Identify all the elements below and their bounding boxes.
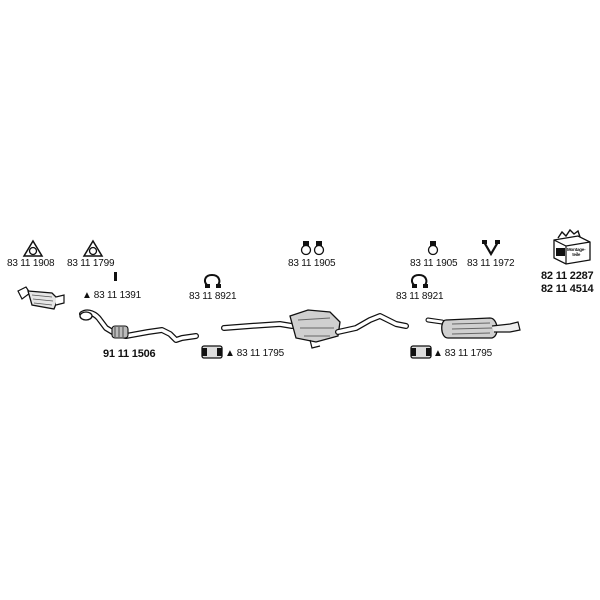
part-number-sleeve-2: ▲83 11 1795 (433, 348, 492, 360)
kit-box-text-1: Montage- (567, 247, 586, 252)
triangle-icon: ▲ (225, 348, 235, 359)
sleeve-2-label: 83 11 1795 (444, 348, 493, 359)
sleeve-icon (410, 345, 432, 359)
part-number-clamp-1: 83 11 8921 (189, 291, 237, 302)
part-number-sleeve-1: ▲83 11 1795 (225, 348, 284, 360)
hanger-pair-icon (300, 241, 325, 256)
front-pipe-icon (79, 309, 199, 343)
sleeve-icon (201, 345, 223, 359)
part-number-hanger-single: 83 11 1905 (410, 258, 458, 269)
mount-label: 83 11 1391 (93, 290, 142, 301)
part-number-mount: ▲83 11 1391 (82, 290, 141, 302)
sleeve-1-label: 83 11 1795 (236, 348, 285, 359)
part-number-mounting-kit-2: 82 11 4514 (541, 283, 594, 295)
hanger-icon (427, 241, 439, 256)
kit-box-text-2: teile (572, 252, 581, 257)
clamp-icon (203, 273, 221, 288)
triangle-icon: ▲ (433, 348, 443, 359)
rear-silencer-icon (425, 317, 521, 339)
part-number-mounting-kit-1: 82 11 2287 (541, 270, 594, 282)
part-number-front-pipe: 91 11 1506 (103, 348, 156, 360)
part-number-gasket-1: 83 11 1908 (7, 258, 55, 269)
kit-box-text: Montage- teile (567, 247, 586, 257)
part-number-clamp-2: 83 11 8921 (396, 291, 444, 302)
gasket-icon (22, 239, 44, 257)
clamp-icon (410, 273, 428, 288)
part-number-hanger-pair: 83 11 1905 (288, 258, 336, 269)
catalytic-converter-icon (17, 286, 65, 310)
middle-silencer-icon (221, 309, 409, 349)
v-hanger-icon (482, 240, 500, 257)
mounting-kit-box-icon (553, 228, 591, 265)
part-number-hanger-v: 83 11 1972 (467, 258, 515, 269)
triangle-icon: ▲ (82, 290, 92, 301)
gasket-icon (82, 239, 104, 257)
part-number-gasket-2: 83 11 1799 (67, 258, 115, 269)
mount-icon (114, 272, 117, 281)
